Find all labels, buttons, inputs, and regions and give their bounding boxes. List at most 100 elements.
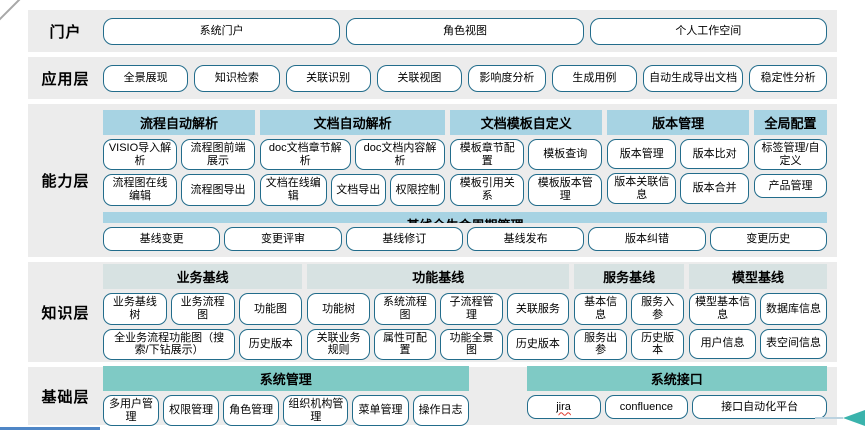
corner-decoration-line: [0, 0, 25, 24]
cap-item-version-relation-info[interactable]: 版本关联信息: [607, 173, 677, 205]
cap-item-doc-export[interactable]: 文档导出: [330, 174, 386, 206]
cap-item-version-merge[interactable]: 版本合并: [680, 173, 750, 205]
cap-item-template-version-mgmt[interactable]: 模板版本管理: [528, 174, 603, 206]
baseline-item-version-correction[interactable]: 版本纠错: [588, 227, 706, 251]
portal-item-system[interactable]: 系统门户: [103, 17, 341, 45]
fd-item-role-mgmt[interactable]: 角色管理: [223, 394, 280, 427]
kn-item-full-business-flow-map[interactable]: 全业务流程功能图（搜索/下钻展示）: [103, 328, 236, 360]
kn-item-configurable-attrs[interactable]: 属性可配置: [373, 328, 437, 360]
group-row: 版本管理 版本比对: [607, 139, 750, 169]
cap-item-flowchart-front-display[interactable]: 流程图前端展示: [180, 139, 255, 171]
app-item-relation-identify[interactable]: 关联识别: [285, 64, 371, 92]
kn-item-business-flowchart[interactable]: 业务流程图: [170, 293, 235, 325]
group-row: 基本信息 服务入参: [574, 293, 685, 325]
kn-item-function-tree[interactable]: 功能树: [307, 293, 370, 325]
kn-item-history-version[interactable]: 历史版本: [506, 328, 570, 360]
app-item-relation-view[interactable]: 关联视图: [376, 64, 462, 92]
app-item-auto-export-doc[interactable]: 自动生成导出文档: [642, 64, 744, 92]
cap-item-doc-content-parse[interactable]: doc文档内容解析: [354, 139, 446, 171]
fd-item-permission-mgmt[interactable]: 权限管理: [163, 394, 220, 427]
kn-item-subprocess-mgmt[interactable]: 子流程管理: [440, 293, 503, 325]
kn-item-function-diagram[interactable]: 功能图: [238, 293, 303, 325]
layer-band-application: 应用层 全景展现 知识检索 关联识别 关联视图 影响度分析 生成用例 自动生成导…: [28, 57, 837, 99]
cap-item-template-query[interactable]: 模板查询: [528, 139, 603, 171]
portal-item-role-view[interactable]: 角色视图: [346, 17, 584, 45]
portal-content: 系统门户 角色视图 个人工作空间: [103, 10, 827, 52]
layer-band-foundation: 基础层 系统管理 多用户管理 权限管理 角色管理 组织机构管理 菜单管理 操作日…: [28, 365, 837, 427]
kn-item-database-info[interactable]: 数据库信息: [760, 293, 828, 325]
group-header-system-mgmt: 系统管理: [103, 365, 469, 391]
group-business-baseline: 业务基线 业务基线树 业务流程图 功能图 全业务流程功能图（搜索/下钻展示） 历…: [103, 264, 303, 360]
cap-item-permission-control[interactable]: 权限控制: [389, 174, 446, 206]
layer-band-capability: 能力层 流程自动解析 VISIO导入解析 流程图前端展示 流程图在线编辑 流程图…: [28, 104, 837, 257]
cap-item-product-mgmt[interactable]: 产品管理: [754, 174, 827, 199]
kn-item-basic-info[interactable]: 基本信息: [574, 293, 628, 325]
kn-item-function-panorama[interactable]: 功能全景图: [440, 328, 503, 360]
fd-item-operation-log[interactable]: 操作日志: [412, 394, 469, 427]
cap-item-version-mgmt[interactable]: 版本管理: [607, 139, 677, 169]
bottom-accent-line: [0, 427, 100, 430]
cap-item-doc-online-edit[interactable]: 文档在线编辑: [259, 174, 327, 206]
kn-item-tablespace-info[interactable]: 表空间信息: [760, 328, 828, 359]
knowledge-content: 业务基线 业务基线树 业务流程图 功能图 全业务流程功能图（搜索/下钻展示） 历…: [103, 262, 828, 362]
group-system-mgmt: 系统管理 多用户管理 权限管理 角色管理 组织机构管理 菜单管理 操作日志: [103, 365, 469, 427]
fd-item-multiuser-mgmt[interactable]: 多用户管理: [103, 394, 160, 427]
group-template-custom: 文档模板自定义 模板章节配置 模板查询 模板引用关系 模板版本管理: [450, 110, 603, 206]
fd-item-jira[interactable]: jira: [526, 394, 601, 419]
kn-item-history-version[interactable]: 历史版本: [631, 328, 685, 360]
left-arrow-decoration: [815, 410, 865, 426]
cap-item-template-chapter-config[interactable]: 模板章节配置: [450, 139, 525, 171]
app-item-generate-usecase[interactable]: 生成用例: [551, 64, 637, 92]
application-row: 全景展现 知识检索 关联识别 关联视图 影响度分析 生成用例 自动生成导出文档 …: [103, 64, 827, 92]
app-item-impact-analysis[interactable]: 影响度分析: [468, 64, 546, 92]
kn-item-business-baseline-tree[interactable]: 业务基线树: [103, 293, 167, 325]
group-header-baseline-lifecycle: 基线全生命周期管理: [103, 211, 827, 223]
baseline-item-revision[interactable]: 基线修订: [345, 227, 463, 251]
app-item-panorama[interactable]: 全景展现: [103, 64, 189, 92]
group-row: 模型基本信息 数据库信息: [689, 293, 828, 325]
baseline-item-change-review[interactable]: 变更评审: [224, 227, 342, 251]
kn-item-system-flowchart[interactable]: 系统流程图: [373, 293, 437, 325]
fd-item-interface-automation[interactable]: 接口自动化平台: [692, 394, 827, 419]
cap-item-doc-chapter-parse[interactable]: doc文档章节解析: [259, 139, 351, 171]
group-global-config: 全局配置 标签管理/自定义 产品管理: [754, 110, 827, 206]
group-header-model-baseline: 模型基线: [689, 264, 827, 290]
baseline-item-release[interactable]: 基线发布: [466, 227, 585, 251]
group-header-business-baseline: 业务基线: [103, 264, 303, 290]
baseline-item-change-history[interactable]: 变更历史: [709, 227, 827, 251]
baseline-row: 基线变更 变更评审 基线修订 基线发布 版本纠错 变更历史: [103, 227, 827, 251]
group-header-version-mgmt: 版本管理: [607, 110, 750, 135]
cap-item-version-compare[interactable]: 版本比对: [680, 139, 750, 169]
fd-item-org-mgmt[interactable]: 组织机构管理: [283, 394, 349, 427]
portal-item-workspace[interactable]: 个人工作空间: [589, 17, 827, 45]
group-row: jira confluence 接口自动化平台: [526, 394, 827, 419]
group-header-service-baseline: 服务基线: [574, 264, 685, 290]
app-item-knowledge-search[interactable]: 知识检索: [194, 64, 280, 92]
group-row: 关联业务规则 属性可配置 功能全景图 历史版本: [307, 328, 570, 360]
cap-item-flowchart-export[interactable]: 流程图导出: [180, 174, 255, 206]
cap-item-tag-mgmt-custom[interactable]: 标签管理/自定义: [754, 139, 827, 171]
group-row: 模板引用关系 模板版本管理: [450, 174, 603, 206]
group-row: doc文档章节解析 doc文档内容解析: [259, 139, 446, 171]
kn-item-service-output[interactable]: 服务出参: [574, 328, 628, 360]
group-model-baseline: 模型基线 模型基本信息 数据库信息 用户信息 表空间信息: [689, 264, 828, 360]
cap-item-visio-import[interactable]: VISIO导入解析: [103, 139, 177, 171]
layer-label-capability: 能力层: [41, 173, 90, 190]
group-row: 标签管理/自定义: [754, 139, 827, 171]
group-header-system-interface: 系统接口: [526, 365, 827, 391]
fd-item-confluence[interactable]: confluence: [604, 394, 689, 419]
cap-item-template-reference[interactable]: 模板引用关系: [450, 174, 525, 206]
cap-item-flowchart-online-edit[interactable]: 流程图在线编辑: [103, 174, 177, 206]
group-row: 流程图在线编辑 流程图导出: [103, 174, 255, 206]
app-item-stability-analysis[interactable]: 稳定性分析: [749, 64, 827, 92]
group-row: 版本关联信息 版本合并: [607, 173, 750, 205]
kn-item-history-version[interactable]: 历史版本: [239, 328, 303, 360]
kn-item-user-info[interactable]: 用户信息: [689, 328, 757, 359]
layer-label-foundation: 基础层: [41, 388, 90, 406]
kn-item-service-input[interactable]: 服务入参: [631, 293, 685, 325]
kn-item-related-service[interactable]: 关联服务: [506, 293, 570, 325]
fd-item-menu-mgmt[interactable]: 菜单管理: [352, 394, 409, 427]
kn-item-related-business-rules[interactable]: 关联业务规则: [307, 328, 370, 360]
kn-item-model-basic-info[interactable]: 模型基本信息: [689, 293, 757, 325]
baseline-item-change[interactable]: 基线变更: [103, 227, 221, 251]
